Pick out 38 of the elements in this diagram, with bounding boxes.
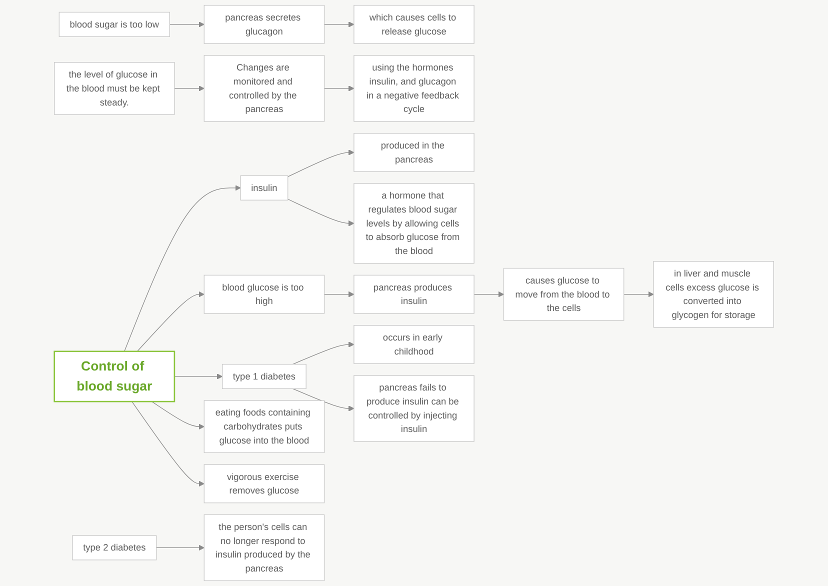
arrow xyxy=(132,401,204,487)
arrow xyxy=(292,388,354,412)
arrow xyxy=(156,544,204,551)
note-node: causes glucose to move from the blood to the cells xyxy=(503,268,624,321)
arrow xyxy=(124,185,241,352)
note-node: type 2 diabetes xyxy=(72,535,157,560)
arrow xyxy=(324,291,354,298)
arrow xyxy=(288,198,354,226)
arrow xyxy=(324,22,354,28)
note-node: pancreas fails to produce insulin can be controlled by injecting insulin xyxy=(354,375,474,442)
note-node: pancreas secretes glucagon xyxy=(204,4,325,44)
note-node: vigorous exercise removes glucose xyxy=(204,464,325,504)
note-node: blood sugar is too low xyxy=(58,12,170,37)
note-node: using the hormones insulin, and glucagon in a negative feedback cycle xyxy=(354,55,474,122)
note-node: eating foods containing carbohydrates puts glucose into the blood xyxy=(204,400,325,454)
arrow xyxy=(288,150,354,178)
arrow xyxy=(174,374,223,380)
arrow xyxy=(624,291,654,298)
arrow xyxy=(169,22,204,28)
note-node: type 1 diabetes xyxy=(222,364,306,390)
note-node: pancreas produces insulin xyxy=(354,274,474,314)
note-node: blood glucose is too high xyxy=(204,274,325,314)
note-node: which causes cells to release glucose xyxy=(354,4,474,44)
note-node: produced in the pancreas xyxy=(354,132,474,172)
arrow xyxy=(474,291,504,298)
arrow xyxy=(152,401,204,430)
note-node: a hormone that regulates blood sugar levels by allowing cells to absorb glucose from the blood xyxy=(354,183,474,264)
note-node: the level of glucose in the blood must be kept steady. xyxy=(54,62,175,115)
note-node: in liver and muscle cells excess glucose is converted into glycogen for storage xyxy=(653,261,774,328)
note-node: Changes are monitored and controlled by the pancreas xyxy=(204,55,325,122)
note-node: the person's cells can no longer respond to insulin produced by the pancreas xyxy=(204,514,325,582)
note-node: occurs in early childhood xyxy=(354,325,474,364)
arrow xyxy=(136,291,204,352)
central-topic-node: Control of blood sugar xyxy=(54,350,176,402)
note-node: insulin xyxy=(240,175,288,200)
arrow xyxy=(292,342,354,365)
arrow xyxy=(174,86,204,92)
arrow xyxy=(324,86,354,92)
